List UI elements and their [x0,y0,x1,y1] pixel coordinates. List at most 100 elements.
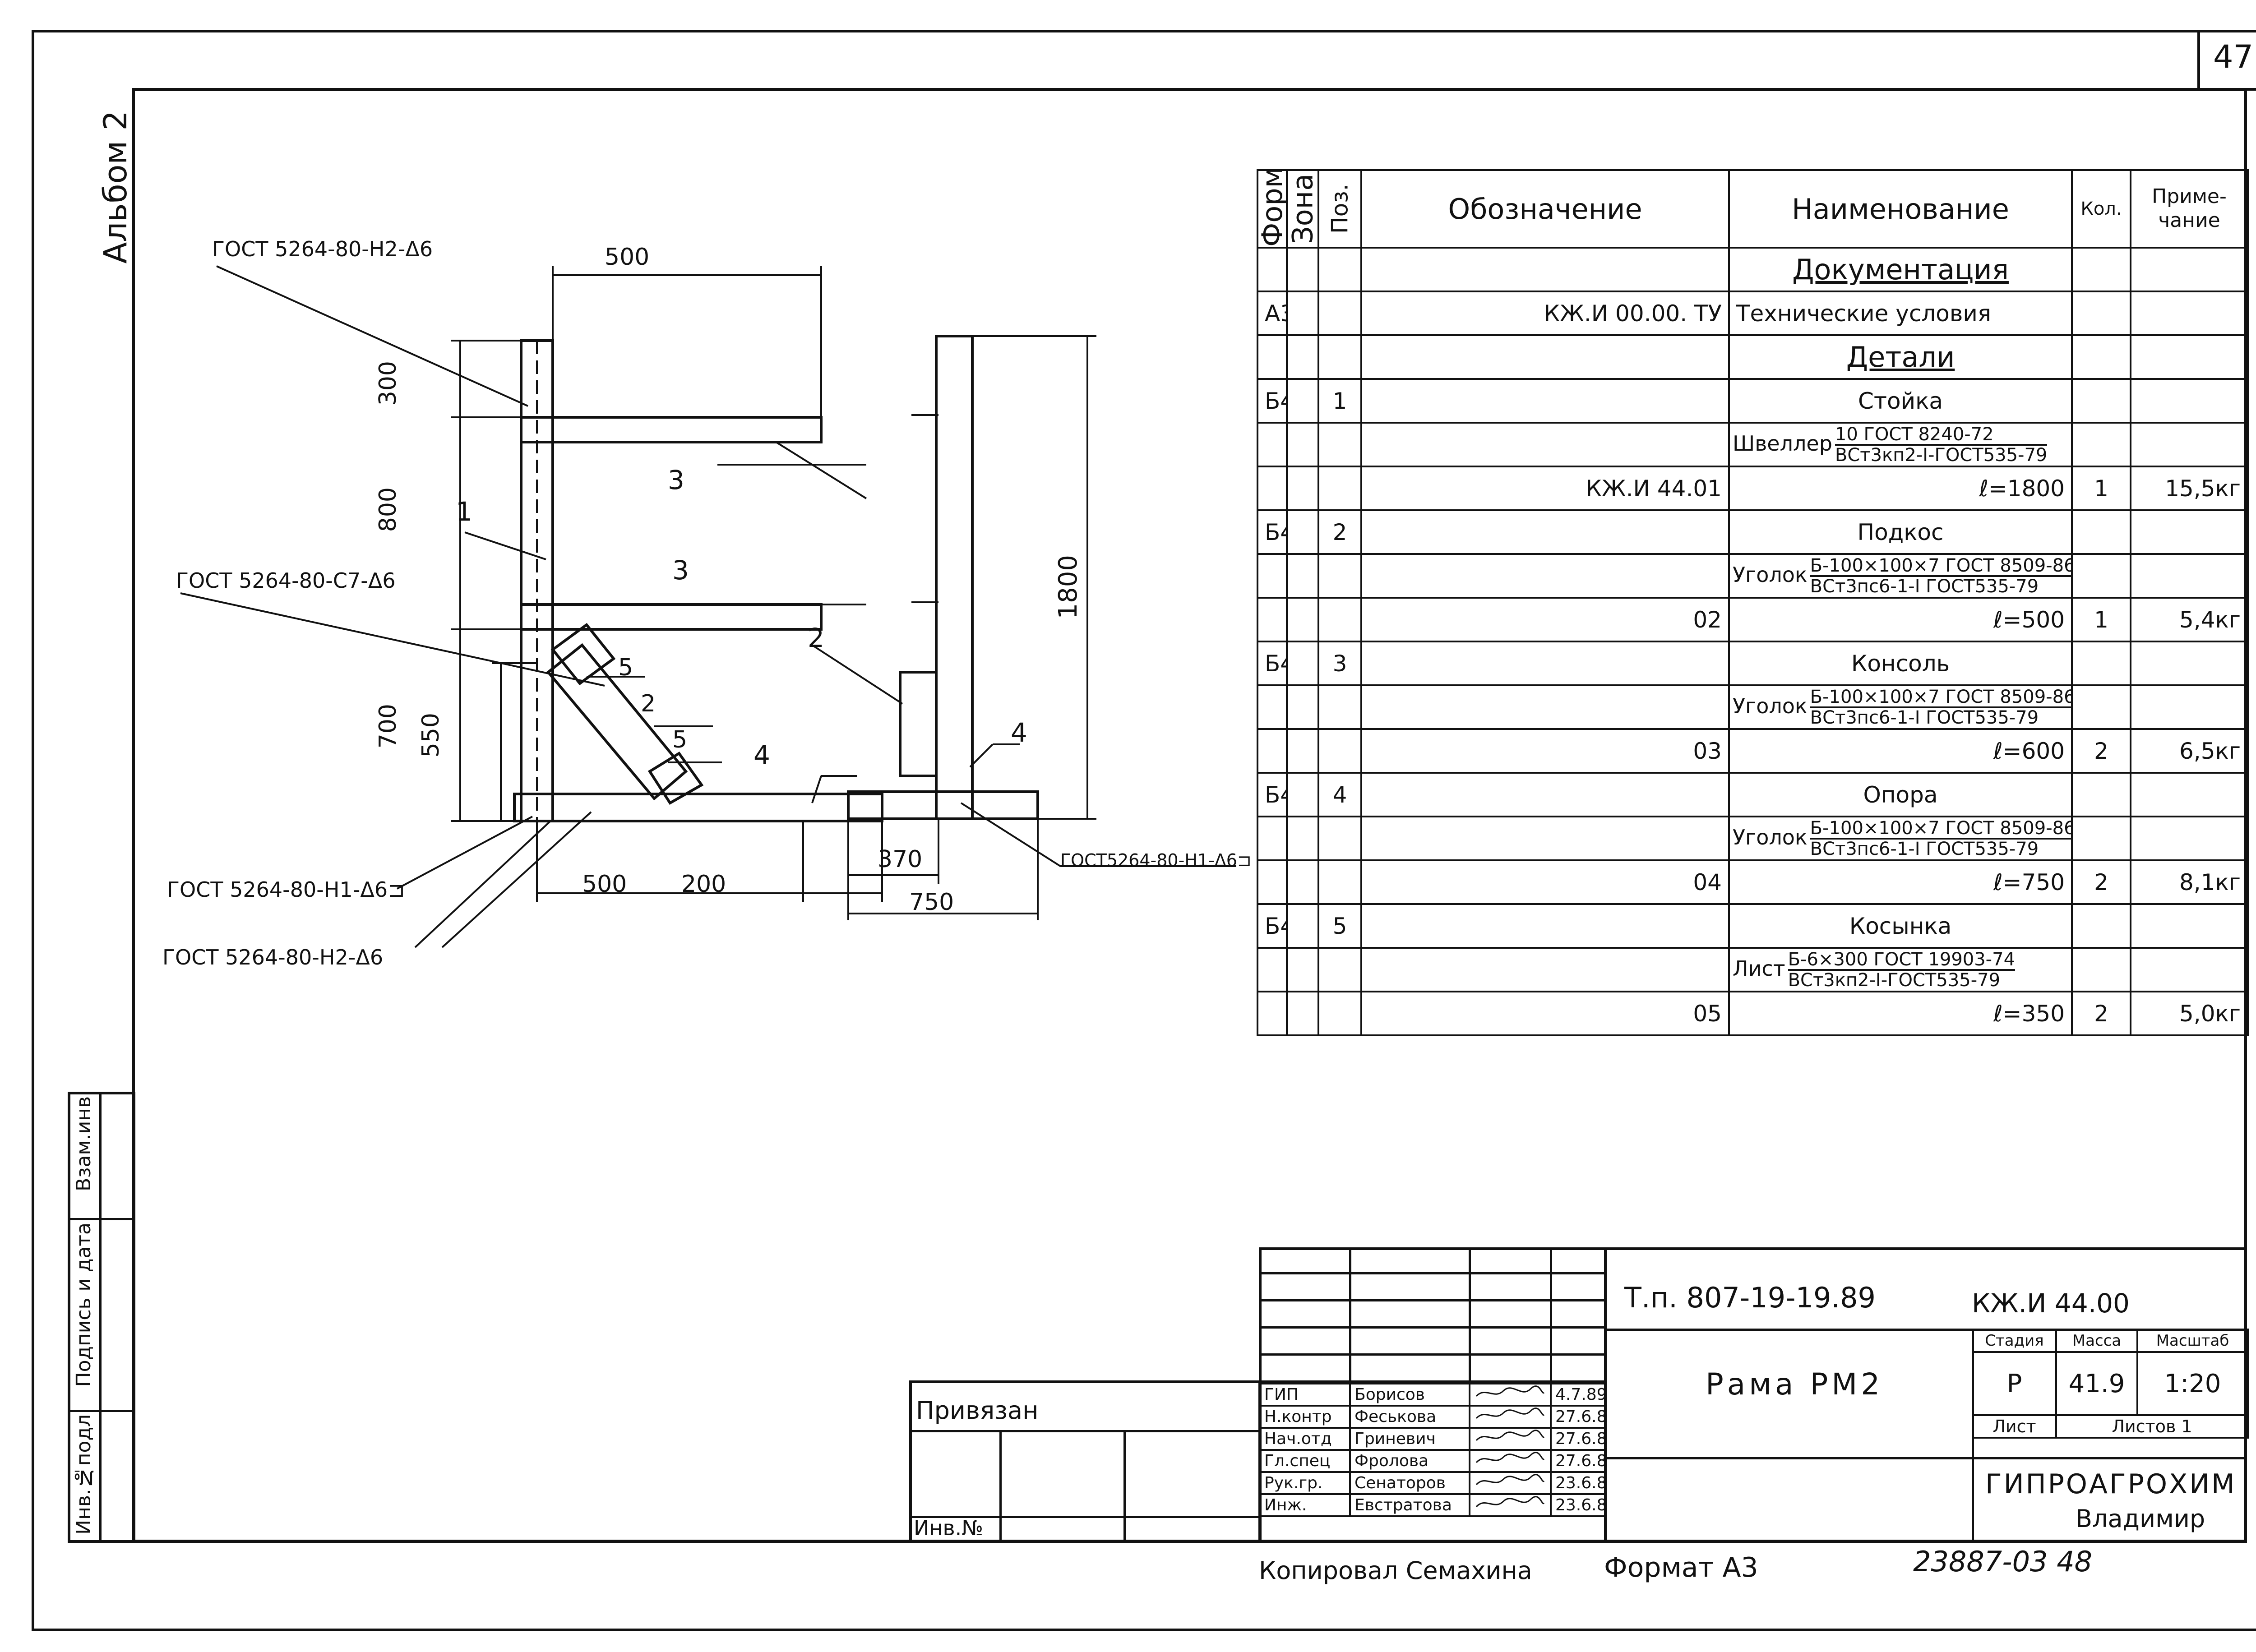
pos-4-label: 4 [754,740,770,771]
spec-oboz-cell [1360,903,1730,949]
header-primechanie: Приме-чание [2130,169,2249,249]
spec-poz-cell [1318,334,1362,380]
spec-kol-cell [2071,291,2131,336]
spec-oboz-cell [1360,378,1730,424]
spec-kol-cell [2071,509,2131,555]
spec-oboz-cell [1360,553,1730,599]
spec-poz-cell [1318,991,1362,1036]
spec-format-cell [1257,816,1288,861]
spec-prim-cell [2130,903,2249,949]
spec-prim-cell [2130,684,2249,730]
view2-brace [899,671,938,777]
spec-poz-cell: 1 [1318,378,1362,424]
spec-oboz-cell [1360,422,1730,467]
spec-format-cell [1257,684,1288,730]
signer-date: 23.6.89 [1550,1493,1606,1517]
spec-name-prefix: Уголок [1733,694,1808,718]
spec-poz-cell [1318,947,1362,992]
spec-zona-cell [1286,553,1319,599]
signer-signature [1469,1471,1552,1495]
signer-signature [1469,1493,1552,1517]
spec-format-cell: Б4 [1257,509,1288,555]
signer-role: Нач.отд [1259,1427,1351,1451]
pos-5a-label: 5 [618,654,633,681]
spec-row: Б41Стойка [1257,378,2249,424]
album-label: Альбом 2 [97,111,134,264]
tb-hline-1 [1604,1329,2247,1331]
signer-date: 4.7.89 [1550,1383,1606,1407]
org-name: ГИПРОАГРОХИМ [1985,1468,2237,1500]
spec-prim-cell: 6,5кг [2130,728,2249,774]
spec-oboz-cell: 03 [1360,728,1730,774]
spec-prim-cell [2130,816,2249,861]
spec-name-cell: Подкос [1728,509,2073,555]
spec-format-cell [1257,466,1288,511]
pos-3a-label: 3 [668,465,684,495]
spec-kol-cell [2071,903,2131,949]
tb-vl-c [1550,1247,1552,1383]
spec-format-cell: Б4 [1257,903,1288,949]
gost-right-label: ГОСТ5264-80-Н1-Δ6⊐ [1060,850,1252,870]
list-label: Лист [1972,1414,2057,1439]
spec-kol-cell [2071,816,2131,861]
kosynka-lower [647,751,704,805]
spec-oboz-cell [1360,509,1730,555]
spec-format-cell [1257,947,1288,992]
spec-zona-cell [1286,684,1319,730]
spec-oboz-cell: 05 [1360,991,1730,1036]
dim-300: 300 [374,361,402,406]
spec-name-cell: Косынка [1728,903,2073,949]
spec-poz-cell [1318,597,1362,642]
spec-poz-cell [1318,859,1362,905]
project-number: Т.п. 807-19-19.89 [1624,1281,1876,1314]
dim-800: 800 [374,487,402,532]
spec-name-prefix: Уголок [1733,825,1808,849]
spec-row: Б45Косынка [1257,903,2249,949]
spec-name-denominator: ВСт3кп2-I-ГОСТ535-79 [1835,444,2048,466]
spec-poz-cell: 2 [1318,509,1362,555]
spec-prim-cell [2130,772,2249,817]
signer-name: Феськова [1349,1405,1470,1429]
spec-kol-cell: 2 [2071,859,2131,905]
left-stamp-sep1 [68,1218,135,1220]
spec-format-cell [1257,597,1288,642]
spec-poz-cell [1318,816,1362,861]
specification-table: Формат Зона Поз. Обозначение Наименовани… [1257,169,2249,1036]
pos-3b-label: 3 [672,555,689,586]
spec-format-cell [1257,334,1288,380]
spec-name-cell: ℓ=500 [1728,597,2073,642]
stadia-label: Стадия [1972,1329,2057,1353]
spec-name-cell: ℓ=1800 [1728,466,2073,511]
spec-prim-cell [2130,553,2249,599]
gost-mid-label: ГОСТ 5264-80-С7-Δ6 [176,568,396,593]
spec-poz-cell [1318,553,1362,599]
spec-format-cell [1257,859,1288,905]
spec-kol-cell [2071,422,2131,467]
privyazan-hline2 [909,1516,1261,1518]
spec-prim-cell [2130,291,2249,336]
spec-poz-cell [1318,728,1362,774]
spec-prim-cell [2130,641,2249,686]
spec-zona-cell [1286,991,1319,1036]
spec-oboz-cell [1360,334,1730,380]
format-label: Формат А3 [1604,1552,1758,1583]
header-poz: Поз. [1318,170,1361,248]
spec-zona-cell [1286,247,1319,292]
spec-format-cell: Б4 [1257,378,1288,424]
header-zona: Зона [1287,170,1318,248]
header-naimenovanie: Наименование [1728,169,2073,249]
spec-prim-cell [2130,378,2249,424]
document-code: КЖ.И 44.00 [1972,1288,2130,1319]
signer-role: ГИП [1259,1383,1351,1407]
signer-signature [1469,1427,1552,1451]
stadia-value: Р [1972,1351,2057,1416]
